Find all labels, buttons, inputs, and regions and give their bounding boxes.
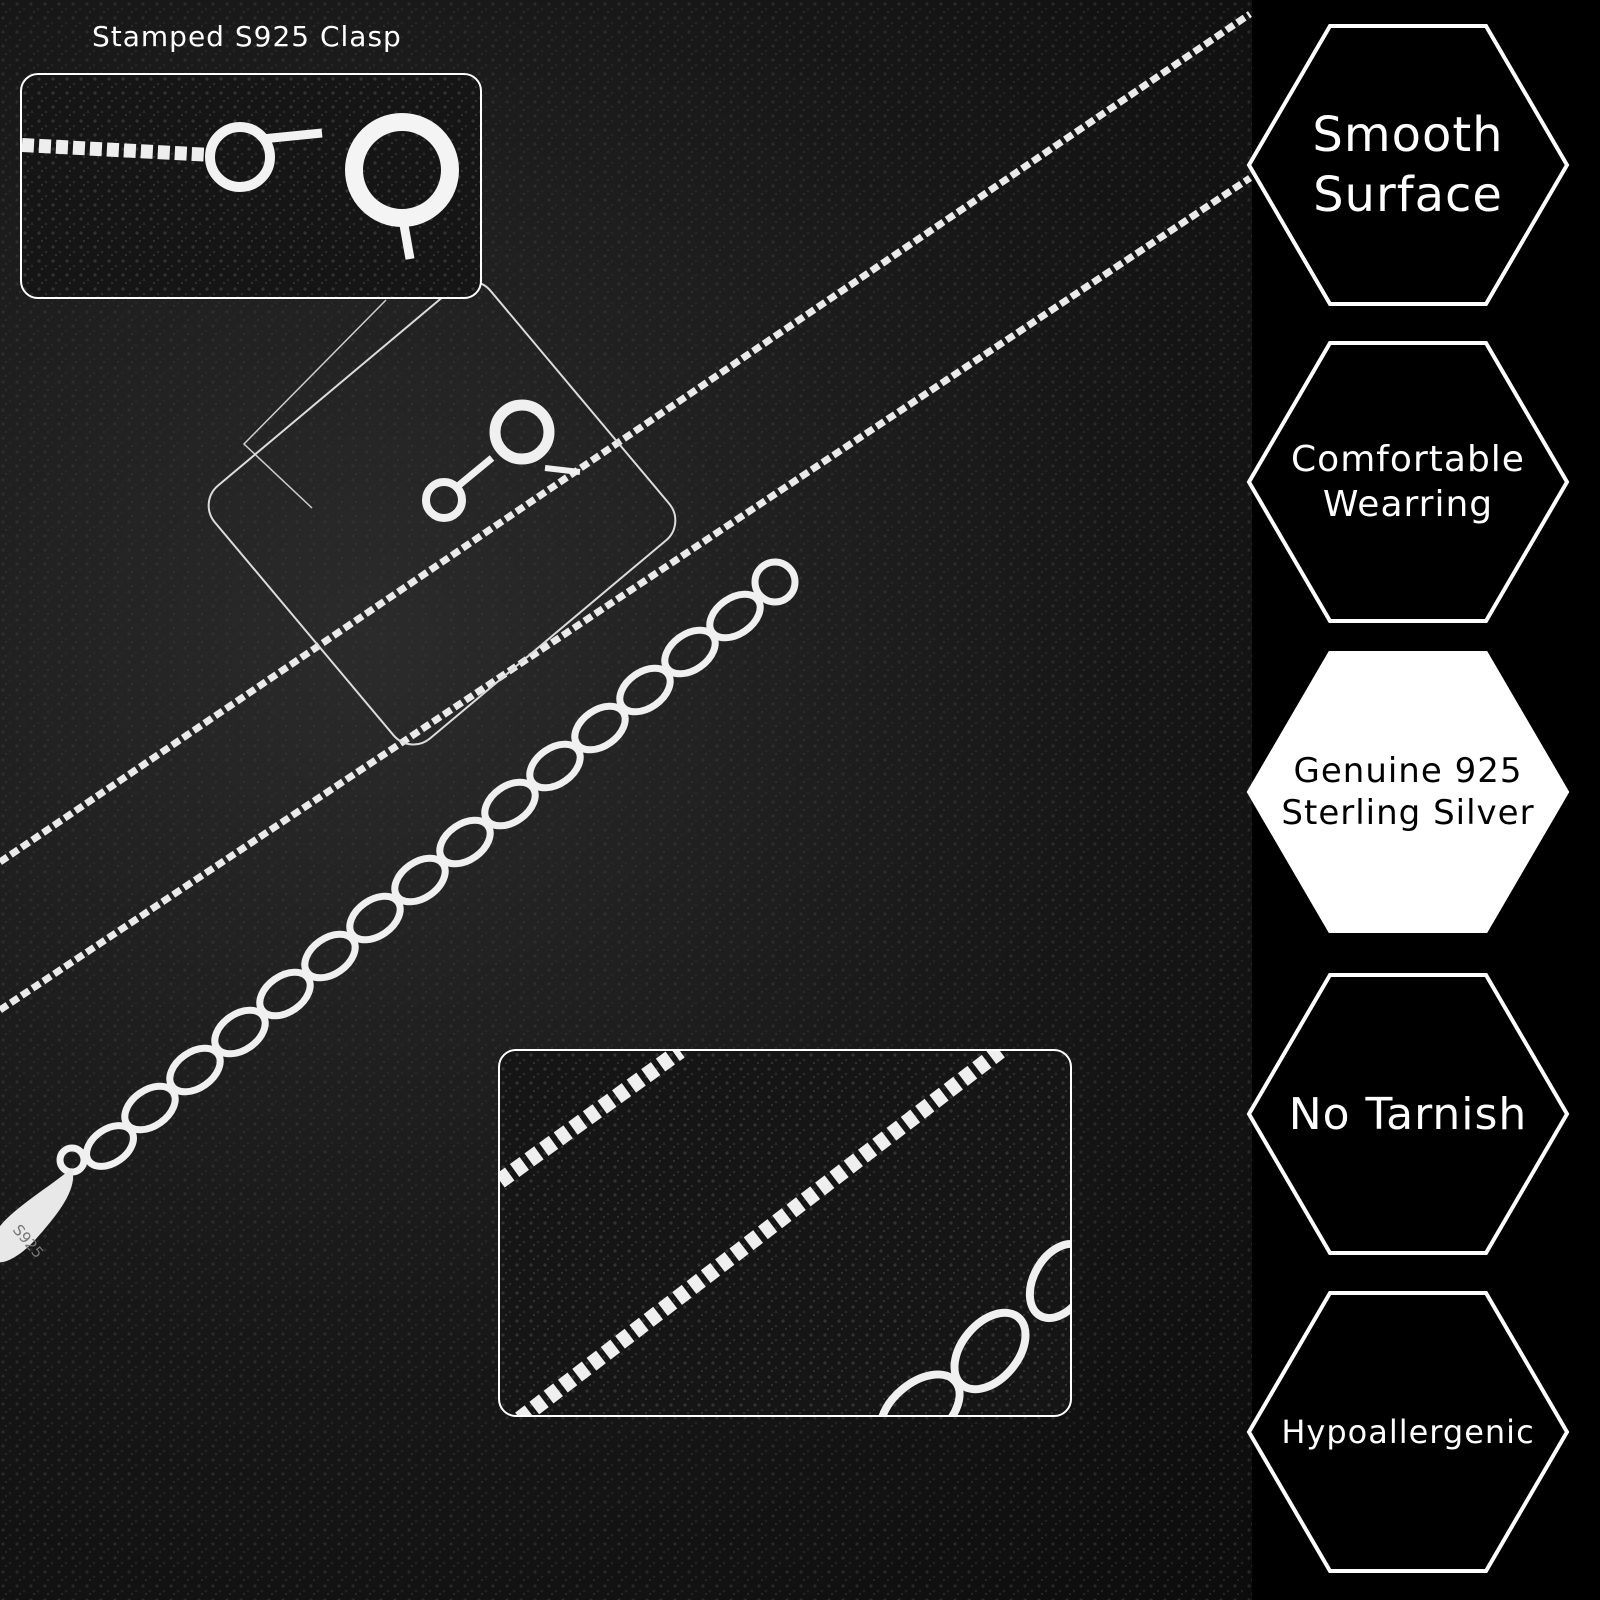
badge-genuine-sterling-silver: Genuine 925 Sterling Silver [1246,650,1570,934]
box-chain-lower [0,175,1252,1013]
chain-closeup-illustration [500,1051,1070,1415]
chain-closeup [498,1049,1072,1417]
teardrop-tag [0,1168,74,1263]
hexagon-icon [1246,24,1570,306]
badge-label: Genuine 925 Sterling Silver [1281,750,1535,834]
badge-smooth-surface: Smooth Surface [1246,23,1570,307]
callout-line [242,299,387,509]
product-photo: S925 Stamped S925 Clasp [0,0,1252,1600]
badge-label: No Tarnish [1288,1088,1528,1140]
clasp-closeup-illustration [22,75,480,297]
hexagon-icon [1246,651,1570,933]
hexagon-icon [1246,341,1570,623]
badge-comfortable-wearring: Comfortable Wearring [1246,340,1570,624]
clasp-callout-frame [207,280,677,746]
extender-chain [56,558,799,1176]
clasp-closeup [20,73,482,299]
hexagon-icon [1246,973,1570,1255]
badge-no-tarnish: No Tarnish [1246,972,1570,1256]
badge-hypoallergenic: Hypoallergenic [1246,1290,1570,1574]
clasp-caption: Stamped S925 Clasp [92,20,402,53]
box-chain-upper [0,11,1252,865]
badge-label: Smooth Surface [1312,107,1504,223]
badge-label: Hypoallergenic [1281,1413,1535,1451]
hexagon-icon [1246,1291,1570,1573]
spring-clasp [422,399,581,522]
badge-label: Comfortable Wearring [1291,439,1525,525]
